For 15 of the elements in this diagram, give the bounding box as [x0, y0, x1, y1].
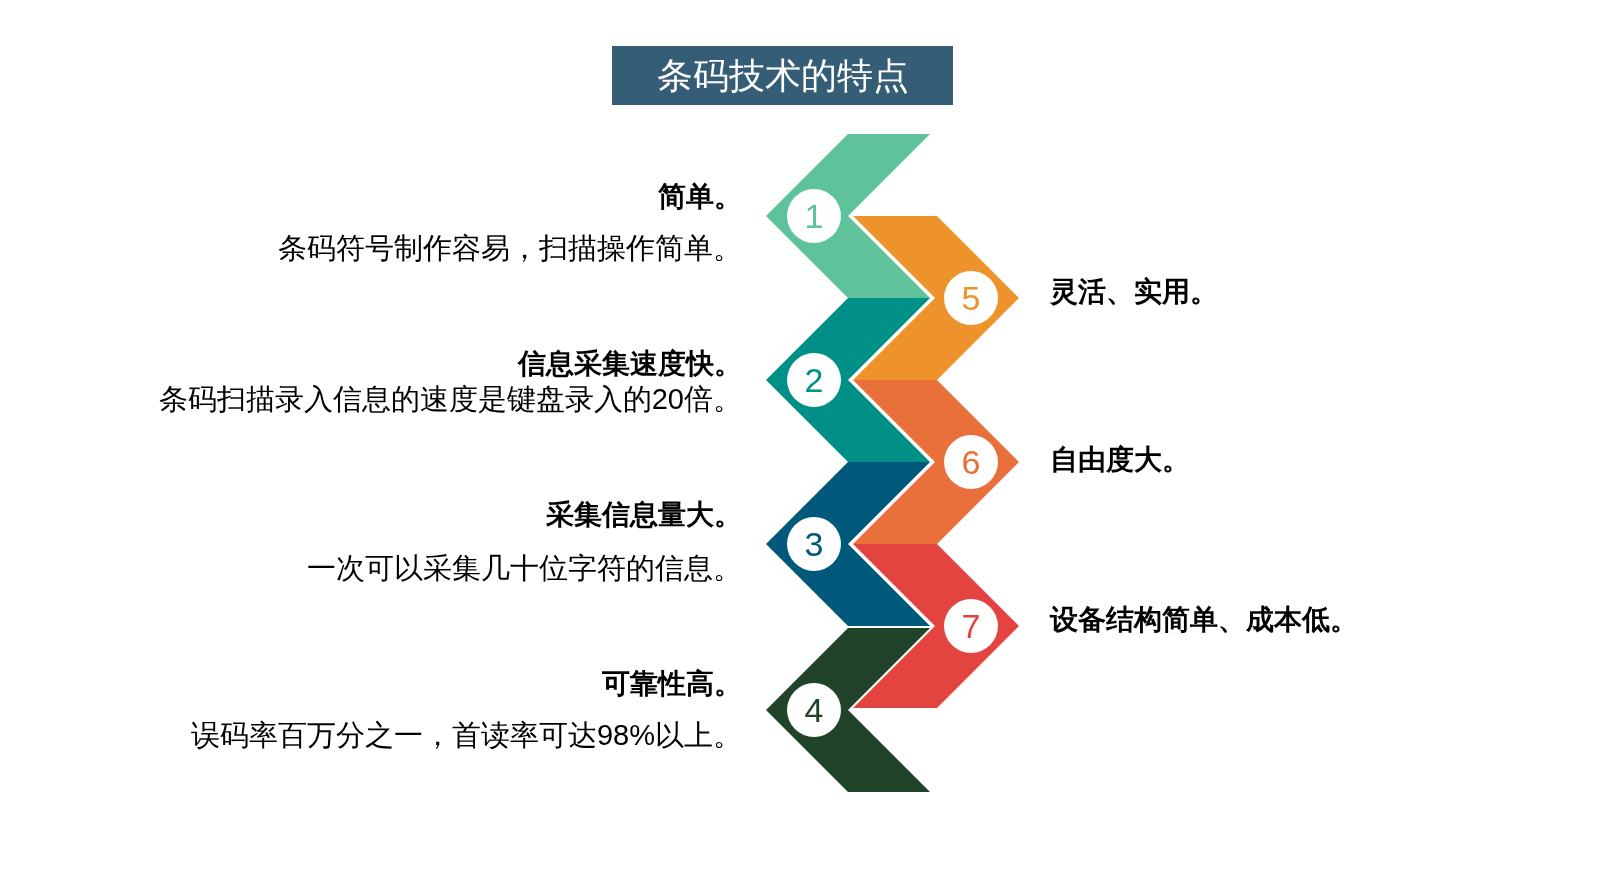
- feature-heading: 灵活、实用。: [1050, 275, 1218, 309]
- feature-description: 条码扫描录入信息的速度是键盘录入的20倍。: [158, 382, 742, 417]
- feature-description: 误码率百万分之一，首读率可达98%以上。: [190, 718, 742, 753]
- feature-heading: 设备结构简单、成本低。: [1050, 603, 1358, 637]
- feature-heading: 自由度大。: [1050, 443, 1190, 477]
- feature-heading: 简单。: [658, 180, 742, 214]
- feature-description: 一次可以采集几十位字符的信息。: [307, 551, 742, 586]
- feature-heading: 采集信息量大。: [546, 498, 742, 532]
- chevron-shape: [853, 544, 1019, 708]
- chevron-shape: [853, 216, 1019, 380]
- chevron-shape: [853, 380, 1019, 544]
- feature-heading: 可靠性高。: [602, 667, 742, 701]
- feature-description: 条码符号制作容易，扫描操作简单。: [278, 231, 742, 266]
- title-banner: 条码技术的特点: [612, 46, 953, 105]
- feature-heading: 信息采集速度快。: [518, 347, 742, 381]
